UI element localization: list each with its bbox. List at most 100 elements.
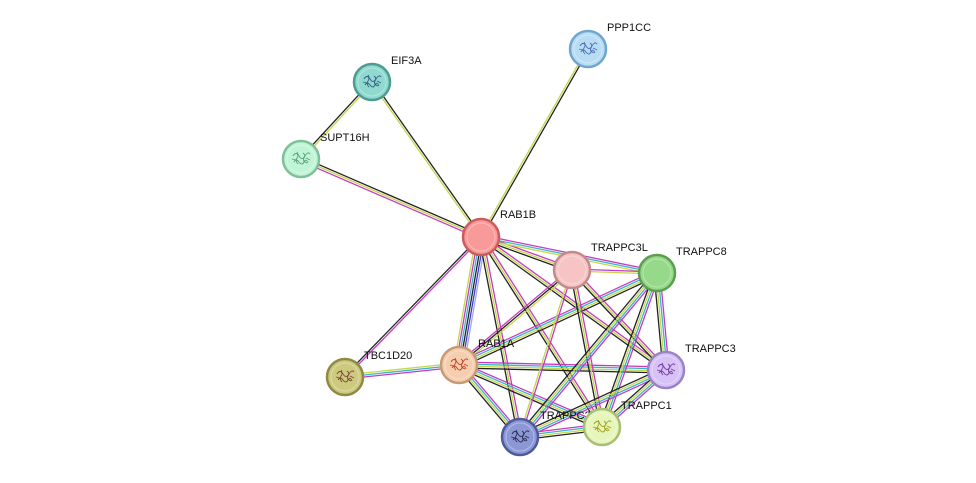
node-circle[interactable] [325,357,365,397]
edge-line-textmining [480,236,667,371]
structure-stroke [589,42,595,54]
node-highlight [651,355,681,385]
edge-line-textmining [370,81,481,239]
edge-line-textmining [518,368,667,437]
edge-rab1b-supt16h[interactable] [299,156,483,240]
structure-stroke [295,151,299,165]
node-highlight [642,258,672,288]
edge-line-coexpression [458,367,667,374]
structure-stroke [453,357,457,371]
node-highlight [557,255,587,285]
edge-line-experiments [459,361,604,425]
structure-stroke [450,358,469,365]
edge-rab1a-trappc1[interactable] [457,361,604,431]
structure-stroke [514,429,518,443]
node-trappc3[interactable]: TRAPPC3 [646,343,736,390]
edge-line-experiments [520,269,574,438]
edge-rab1b-trappc1[interactable] [478,235,605,429]
node-ppp1cc[interactable]: PPP1CC [568,22,651,69]
node-circle[interactable] [461,217,501,257]
edge-line-experiments [482,235,605,427]
edge-rab1b-trappc2[interactable] [478,235,523,439]
edge-trappc3l-trappc2[interactable] [518,269,574,438]
edge-line-experiments [604,273,661,429]
structure-stroke [362,80,382,84]
edge-line-experiments [457,267,572,365]
structure-stroke [292,152,311,159]
edge-line-experiments [455,235,479,366]
node-trappc1[interactable]: TRAPPC1 [582,400,672,447]
edge-line-textmining [479,47,588,238]
node-highlight [330,362,360,392]
node-circle[interactable] [582,407,622,447]
edge-rab1b-ppp1cc[interactable] [479,47,590,239]
structure-stroke [657,363,676,370]
structure-stroke [579,42,598,49]
edge-line-experiments [521,274,660,440]
edge-line-textmining [300,158,482,238]
edge-line-textmining [458,273,659,367]
node-circle[interactable] [568,29,608,69]
node-rab1b[interactable]: RAB1B [461,209,536,257]
node-label: TRAPPC2 [540,410,591,422]
edge-line-experiments [458,361,667,368]
node-trappc8[interactable]: TRAPPC8 [637,246,727,293]
edge-line-coexpression [479,237,666,373]
edge-line-textmining [459,270,574,368]
node-circle[interactable] [646,350,686,390]
edge-line-experiments [299,160,481,240]
edge-line-coexpression [372,80,483,238]
edge-line-neighborhood [461,236,485,367]
edge-line-textmining [458,365,667,372]
node-trappc3l[interactable]: TRAPPC3L [552,242,648,290]
node-highlight [505,422,535,452]
edge-line-coexpression [343,235,481,377]
node-eif3a[interactable]: EIF3A [352,55,422,102]
edge-line-textmining [518,269,572,438]
node-rab1a[interactable]: RAB1A [439,338,515,385]
structure-stroke [363,75,382,82]
edge-rab1a-trappc3l[interactable] [457,267,574,368]
structure-stroke [593,420,612,427]
protein-structure-icon [510,429,530,443]
node-circle[interactable] [281,139,321,179]
node-highlight [286,144,316,174]
node-circle[interactable] [352,62,392,102]
node-label: EIF3A [391,55,422,67]
edge-line-experiments [520,372,668,441]
edge-rab1b-eif3a[interactable] [370,80,483,239]
edge-rab1a-trappc3[interactable] [458,361,667,374]
node-circle[interactable] [500,417,540,457]
edge-rab1b-trappc3[interactable] [479,234,668,373]
edge-trappc8-trappc1[interactable] [598,271,661,429]
node-circle[interactable] [552,250,592,290]
edge-rab1b-tbc1d20[interactable] [343,235,483,379]
node-circle[interactable] [439,345,479,385]
node-circle[interactable] [637,253,677,293]
structure-stroke [656,368,676,372]
node-highlight [587,412,617,442]
edge-trappc8-trappc2[interactable] [517,270,660,440]
node-trappc2[interactable]: TRAPPC2 [500,410,591,457]
edge-line-experiments [573,268,605,428]
edge-line-coexpression [478,236,519,439]
structure-stroke [510,435,530,439]
edge-line-textmining [518,271,657,438]
edge-rab1b-rab1a[interactable] [453,235,487,367]
structure-stroke [291,157,311,161]
node-label: RAB1B [500,209,536,221]
node-tbc1d20[interactable]: TBC1D20 [325,350,412,397]
edge-line-databases [520,272,659,439]
node-highlight [573,34,603,64]
node-highlight [357,67,387,97]
structure-stroke [449,363,469,367]
node-supt16h[interactable]: SUPT16H [281,132,370,179]
node-label: TRAPPC1 [621,400,672,412]
edge-line-databases [602,272,659,428]
protein-structure-icon [362,74,382,88]
edge-line-coexpression [478,237,601,429]
edge-line-databases [458,363,604,427]
edge-trappc3-trappc2[interactable] [518,366,668,441]
structure-stroke [592,425,612,429]
edge-line-databases [457,236,481,366]
